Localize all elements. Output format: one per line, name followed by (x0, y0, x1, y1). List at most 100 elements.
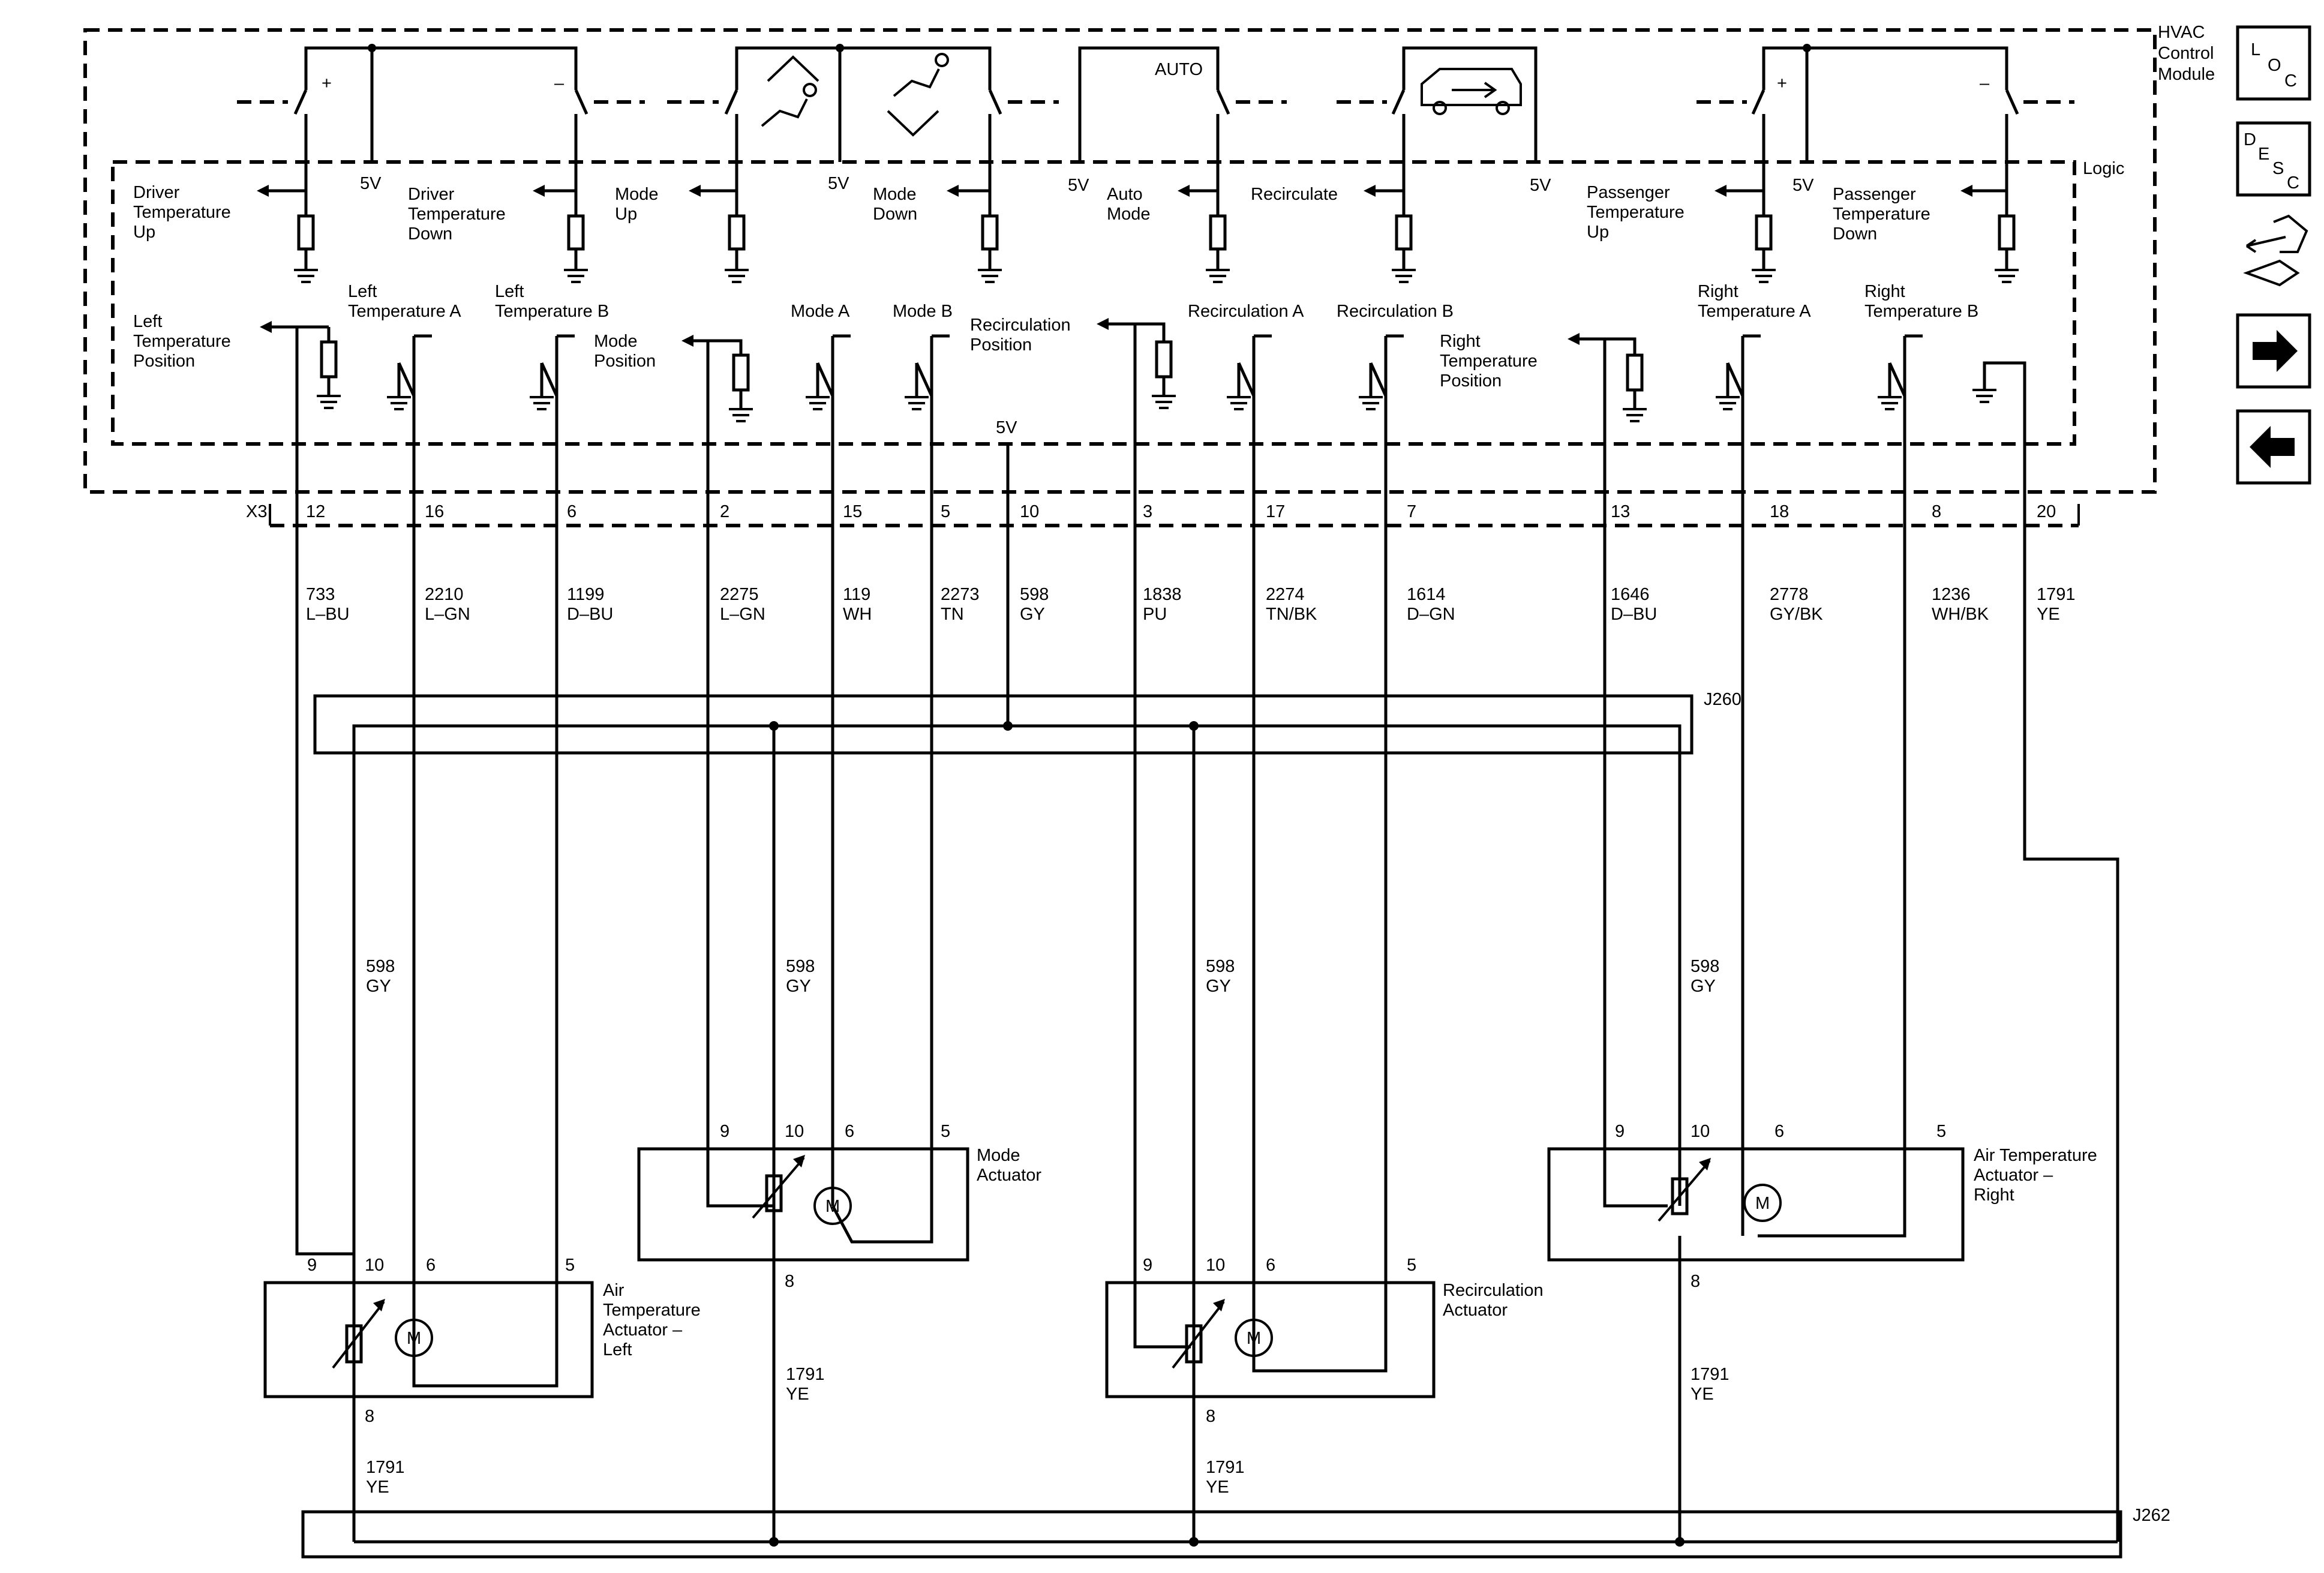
svg-text:733: 733 (306, 585, 335, 604)
svg-text:6: 6 (426, 1256, 436, 1275)
svg-text:YE: YE (1691, 1385, 1714, 1404)
svg-text:Down: Down (408, 224, 452, 244)
svg-text:598: 598 (1020, 585, 1049, 604)
svg-text:1646: 1646 (1611, 585, 1650, 604)
svg-text:Temperature: Temperature (1833, 205, 1930, 224)
svg-text:1791: 1791 (2037, 585, 2076, 604)
minus-label-2: – (1980, 74, 1990, 93)
svg-text:1791: 1791 (1206, 1458, 1245, 1477)
svg-text:598: 598 (366, 957, 395, 976)
svg-text:Position: Position (970, 335, 1032, 355)
svg-text:5: 5 (941, 502, 950, 521)
svg-text:Up: Up (615, 205, 637, 224)
mode-switch (667, 46, 1059, 162)
svg-text:6: 6 (1266, 1256, 1275, 1275)
svg-text:Down: Down (1833, 224, 1877, 244)
svg-text:Right: Right (1698, 282, 1739, 301)
svg-text:1791: 1791 (1691, 1365, 1730, 1384)
svg-text:Up: Up (1587, 223, 1609, 242)
svg-text:GY: GY (1020, 605, 1045, 624)
auto-switch: AUTO (1078, 46, 1287, 162)
svg-text:WH: WH (843, 605, 872, 624)
svg-text:5: 5 (1936, 1122, 1946, 1141)
svg-text:YE: YE (2037, 605, 2060, 624)
svg-text:Up: Up (133, 223, 155, 242)
svg-text:YE: YE (1206, 1478, 1229, 1497)
splice-j260-label: J260 (1704, 690, 1742, 709)
svg-text:WH/BK: WH/BK (1932, 605, 1989, 624)
svg-text:8: 8 (1206, 1407, 1215, 1426)
svg-text:M: M (1247, 1329, 1261, 1348)
svg-text:GY: GY (1691, 977, 1716, 996)
hvac-control-module-border (83, 28, 2157, 494)
svg-text:1199: 1199 (567, 585, 604, 604)
svg-text:1791: 1791 (366, 1458, 405, 1477)
svg-text:2210: 2210 (425, 585, 464, 604)
svg-text:Position: Position (133, 352, 195, 371)
svg-text:9: 9 (1615, 1122, 1625, 1141)
svg-text:Passenger: Passenger (1587, 183, 1670, 202)
svg-text:Recirculation: Recirculation (970, 316, 1071, 335)
svg-text:Actuator: Actuator (977, 1166, 1041, 1185)
svg-text:D: D (2244, 130, 2256, 149)
svg-text:O: O (2268, 56, 2281, 75)
svg-text:3: 3 (1143, 502, 1152, 521)
loc-button[interactable]: L O C (2236, 25, 2311, 101)
wires (295, 44, 2119, 1547)
svg-text:Mode: Mode (1107, 205, 1151, 224)
svg-text:D–BU: D–BU (567, 605, 613, 624)
five-v-2: 5V (828, 174, 849, 193)
svg-text:Air Temperature: Air Temperature (1974, 1146, 2097, 1165)
svg-text:Recirculation B: Recirculation B (1337, 302, 1454, 321)
svg-text:Left: Left (348, 282, 377, 301)
svg-text:1791: 1791 (786, 1365, 825, 1384)
svg-text:YE: YE (786, 1385, 809, 1404)
module-title-2: Control (2158, 44, 2214, 63)
svg-text:GY: GY (1206, 977, 1231, 996)
svg-text:Temperature: Temperature (603, 1301, 701, 1320)
svg-text:1614: 1614 (1407, 585, 1446, 604)
svg-text:16: 16 (425, 502, 444, 521)
forward-arrow-icon[interactable] (2236, 313, 2311, 389)
svg-text:TN: TN (941, 605, 964, 624)
svg-text:598: 598 (786, 957, 815, 976)
ab-switch-inputs (387, 334, 2026, 444)
svg-text:10: 10 (785, 1122, 804, 1141)
svg-text:Mode A: Mode A (791, 302, 850, 321)
desc-button[interactable]: D E S C (2236, 121, 2311, 197)
svg-text:Temperature: Temperature (133, 332, 231, 351)
svg-text:Driver: Driver (408, 185, 455, 204)
svg-text:L–GN: L–GN (720, 605, 765, 624)
svg-text:7: 7 (1407, 502, 1416, 521)
svg-text:D–GN: D–GN (1407, 605, 1455, 624)
svg-text:598: 598 (1691, 957, 1719, 976)
svg-text:PU: PU (1143, 605, 1167, 624)
svg-text:2274: 2274 (1266, 585, 1305, 604)
svg-text:1838: 1838 (1143, 585, 1182, 604)
svg-text:Temperature: Temperature (1440, 352, 1538, 371)
svg-text:Mode: Mode (615, 185, 659, 204)
svg-text:8: 8 (785, 1272, 794, 1291)
svg-text:15: 15 (843, 502, 862, 521)
back-arrow-icon[interactable] (2236, 409, 2311, 485)
svg-text:Mode B: Mode B (893, 302, 953, 321)
connector-label: X3 (246, 502, 267, 521)
svg-text:10: 10 (1020, 502, 1039, 521)
svg-text:10: 10 (1691, 1122, 1710, 1141)
svg-text:9: 9 (1143, 1256, 1152, 1275)
svg-text:2275: 2275 (720, 585, 759, 604)
svg-text:C: C (2284, 71, 2297, 91)
five-v-6: 5V (996, 418, 1017, 437)
svg-text:L–BU: L–BU (306, 605, 350, 624)
svg-text:Air: Air (603, 1281, 624, 1300)
svg-text:Position: Position (1440, 371, 1502, 391)
svg-text:8: 8 (1932, 502, 1941, 521)
connector-end-view-icon[interactable] (2243, 214, 2308, 287)
svg-text:C: C (2287, 173, 2299, 193)
svg-text:9: 9 (720, 1122, 729, 1141)
svg-text:5: 5 (1407, 1256, 1416, 1275)
